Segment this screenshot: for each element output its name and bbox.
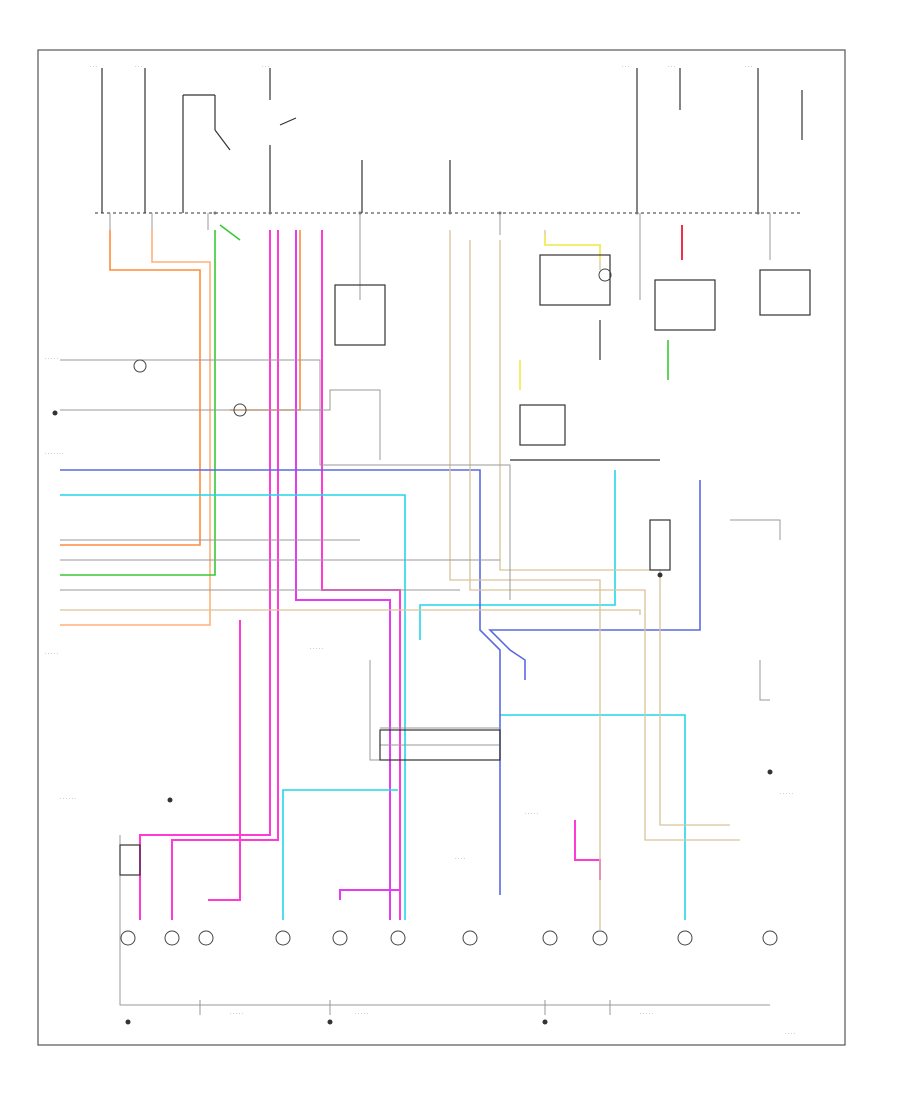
svg-text:· · · ·: · · · · [455,857,465,862]
svg-text:· · · · ·: · · · · · [310,647,323,652]
connector-symbol [213,211,760,215]
diagram-frame [37,49,846,1046]
top-fuse-labels: · · · · · · · · · · · · · · · · · · [90,65,752,70]
svg-text:· · · · ·: · · · · · [355,1012,368,1017]
relay-blocks [119,254,811,876]
ground-symbol [52,410,773,1025]
green-wires [60,224,669,576]
svg-text:· · · · · · ·: · · · · · · · [45,452,64,457]
svg-text:· · ·: · · · [262,65,269,70]
svg-text:· · · · ·: · · · · · [525,812,538,817]
component-labels: · · · · · · · · · · · · · · · · · · · · … [45,357,795,1037]
svg-text:· · ·: · · · [135,65,142,70]
svg-text:· · ·: · · · [745,65,752,70]
gray-wires [60,359,781,1015]
svg-text:· · · ·: · · · · [785,1032,795,1037]
bus-drop-labels [109,213,771,300]
svg-text:· · · · ·: · · · · · [780,792,793,797]
svg-text:· · · · · ·: · · · · · · [60,797,76,802]
svg-text:· · · · ·: · · · · · [45,357,58,362]
svg-text:· · · · ·: · · · · · [640,1012,653,1017]
bulb-symbol [120,268,778,946]
pink-wires [139,225,683,920]
svg-text:· · ·: · · · [668,65,675,70]
svg-text:· · · · ·: · · · · · [230,1012,243,1017]
orange-wires [60,230,301,626]
svg-text:· · ·: · · · [622,65,629,70]
yellow-wires [519,235,601,390]
svg-text:· · ·: · · · [90,65,97,70]
cyan-wires [60,470,686,920]
svg-text:· · · · ·: · · · · · [45,652,58,657]
blue-wires [60,469,701,895]
top-feed-lines [101,68,803,213]
